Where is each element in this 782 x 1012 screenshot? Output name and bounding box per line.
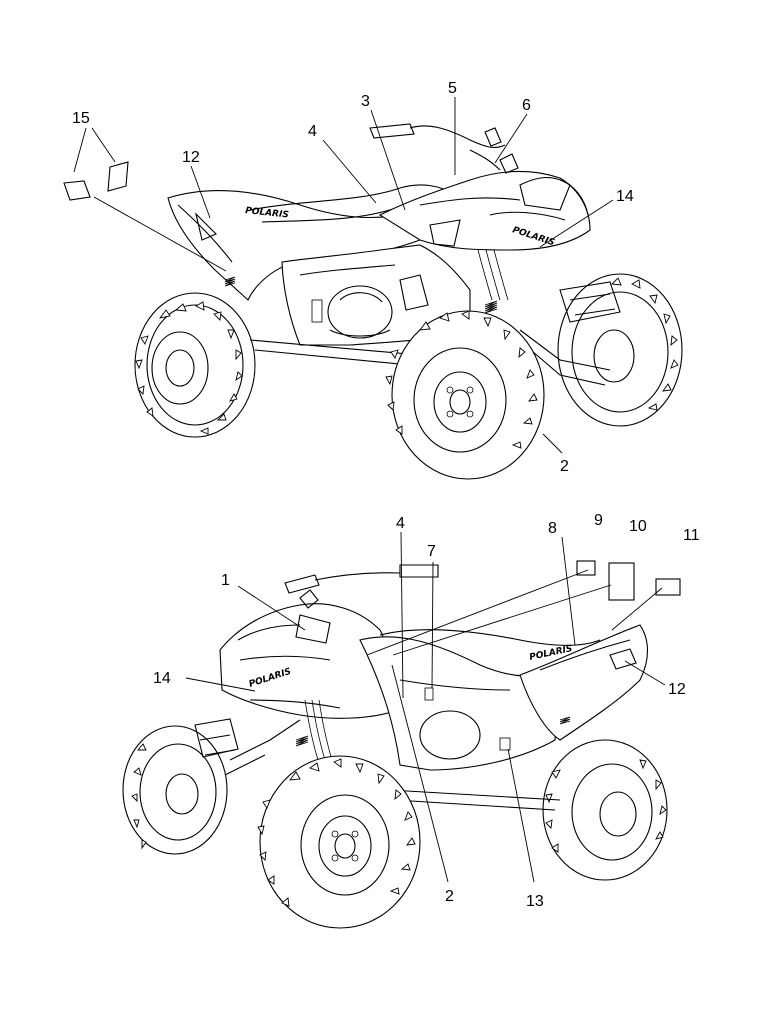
loose-decal-15b — [107, 161, 129, 192]
callout-14-bottom: 14 — [153, 670, 171, 687]
atv-front-view: POLARIS POLARIS — [122, 564, 668, 929]
loose-decal-11 — [655, 578, 681, 596]
callout-11-bottom: 11 — [683, 527, 700, 544]
atv-body-b: POLARIS POLARIS — [194, 564, 649, 811]
callout-13-bottom: 13 — [526, 893, 544, 910]
side-decal-13-patch — [499, 737, 511, 751]
loose-decal-9 — [576, 560, 596, 576]
callout-labels-bottom: 1 4 7 8 9 10 11 14 12 13 2 — [153, 512, 700, 910]
callout-15-top: 15 — [72, 110, 90, 127]
callout-14-top: 14 — [616, 188, 634, 205]
callout-3-top: 3 — [361, 93, 370, 110]
callout-8-bottom: 8 — [548, 520, 557, 537]
atv-rear-view: POLARIS POLARIS — [134, 123, 683, 480]
callout-4-top: 4 — [308, 123, 317, 140]
callout-2-top: 2 — [560, 458, 569, 475]
front-right-wheel-b — [122, 725, 228, 855]
callout-12-bottom: 12 — [668, 681, 686, 698]
front-left-wheel-b — [257, 755, 421, 929]
callout-10-bottom: 10 — [629, 518, 647, 535]
callout-9-bottom: 9 — [594, 512, 603, 529]
atv-body: POLARIS POLARIS — [167, 123, 621, 386]
rear-brand-text: POLARIS — [245, 206, 290, 221]
rear-fender-brand-decal: POLARIS — [245, 206, 290, 221]
front-left-wheel — [385, 310, 545, 480]
callout-4-bottom: 4 — [396, 515, 405, 532]
loose-decal-15a — [63, 180, 91, 201]
callout-7-bottom: 7 — [427, 543, 436, 560]
loose-decal-10 — [608, 562, 635, 601]
callout-1-bottom: 1 — [221, 572, 230, 589]
callout-labels-top: 15 12 4 3 5 6 14 2 — [72, 80, 634, 475]
leader-lines — [73, 97, 666, 883]
callout-12-top: 12 — [182, 149, 200, 166]
callout-5-top: 5 — [448, 80, 457, 97]
side-decal-7-patch — [424, 687, 434, 701]
callout-6-top: 6 — [522, 97, 531, 114]
rear-right-wheel-b — [542, 739, 668, 881]
rear-left-wheel — [134, 292, 256, 438]
callout-2-bottom: 2 — [445, 888, 454, 905]
front-right-wheel — [557, 273, 683, 427]
